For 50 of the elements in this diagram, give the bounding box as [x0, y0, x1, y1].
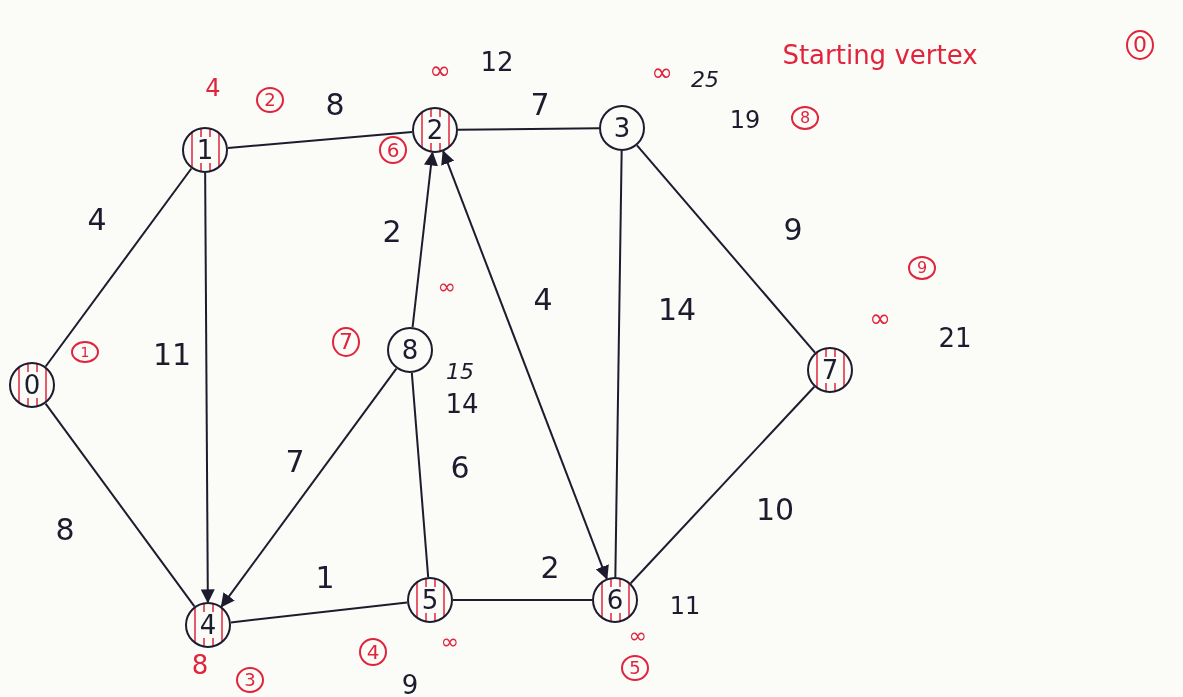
order-number: 6	[379, 136, 407, 164]
edge-line	[441, 150, 609, 580]
annotation: 19	[729, 108, 761, 132]
crossed-out-distance: ∞	[429, 57, 451, 83]
edge-line	[220, 367, 398, 608]
edge-line	[226, 131, 414, 149]
edge-line	[636, 144, 816, 354]
order-number: 9	[908, 256, 936, 280]
edge-line	[629, 385, 816, 585]
vertex-circle	[407, 577, 453, 623]
annotation: 8	[191, 652, 209, 678]
edge-line	[200, 172, 215, 604]
annotation: Starting vertex	[782, 42, 978, 68]
order-number: 3	[236, 667, 264, 693]
edge-line	[229, 601, 409, 624]
crossed-out-distance: 15	[446, 361, 474, 383]
annotation: 12	[480, 49, 514, 75]
edge-line	[410, 371, 430, 579]
vertex-circle	[387, 327, 433, 373]
edge-line	[411, 151, 438, 329]
order-number: 2	[256, 87, 284, 113]
edge-line	[44, 402, 196, 608]
crossed-out-distance: ∞	[628, 625, 648, 647]
vertex-circle	[807, 347, 853, 393]
order-number: 5	[621, 655, 649, 681]
order-number: 4	[359, 638, 387, 666]
annotation: 11	[669, 594, 701, 618]
vertex-circle	[592, 577, 638, 623]
edge-line	[614, 150, 623, 578]
vertex-circle	[9, 362, 55, 408]
order-number: 0	[1126, 30, 1154, 60]
crossed-out-distance: ∞	[869, 305, 891, 331]
annotation: 4	[205, 76, 221, 100]
vertex-circle	[185, 602, 231, 648]
annotation: ∞	[437, 276, 457, 298]
edge-line	[457, 127, 600, 131]
edge-line	[44, 167, 193, 368]
crossed-out-distance: 25	[691, 69, 719, 91]
edge-line	[452, 599, 593, 601]
annotation: 21	[938, 325, 972, 351]
vertex-circle	[599, 105, 645, 151]
vertex-circle	[182, 127, 228, 173]
order-number: 1	[71, 341, 99, 363]
order-number: 8	[791, 106, 819, 130]
order-number: 7	[332, 327, 360, 357]
vertex-circle	[412, 107, 458, 153]
annotation: 14	[445, 391, 479, 417]
crossed-out-distance: ∞	[440, 631, 460, 653]
annotation: 9	[401, 672, 419, 697]
crossed-out-distance: ∞	[651, 59, 673, 85]
